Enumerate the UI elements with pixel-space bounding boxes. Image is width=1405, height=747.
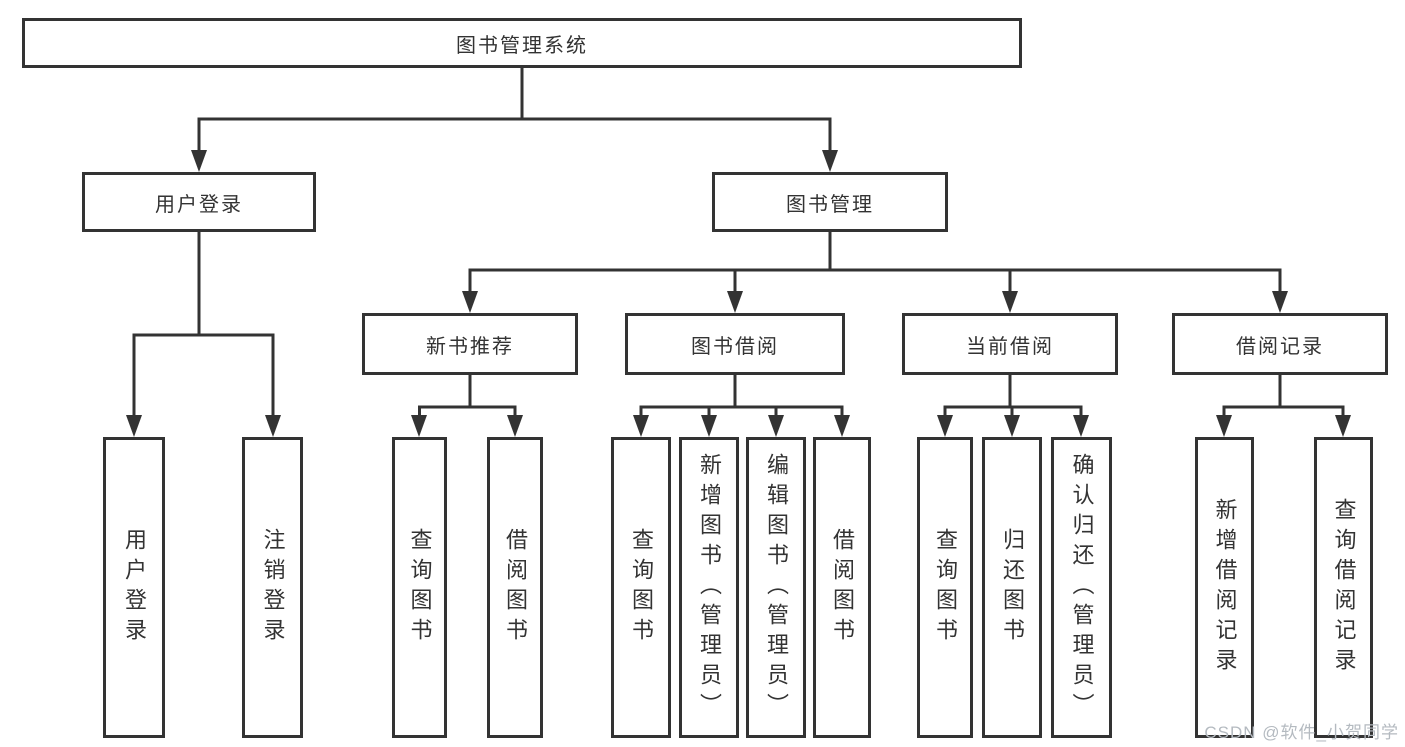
node-root-label: 图书管理系统 xyxy=(456,34,588,57)
connector-root-to-level2 xyxy=(197,68,832,151)
arrowheads xyxy=(126,150,1351,437)
leaf-current-return-books: 归还图书 xyxy=(982,437,1042,738)
leaf-logout: 注销登录 xyxy=(242,437,303,738)
leaf-user-login: 用户登录 xyxy=(103,437,165,738)
leaf-recommend-query-books-label: 查询图书 xyxy=(407,527,433,648)
node-borrowing-records-label: 借阅记录 xyxy=(1236,335,1324,358)
leaf-recommend-borrow-books-label: 借阅图书 xyxy=(503,527,528,648)
csdn-watermark: CSDN @软件_小贺同学 xyxy=(1204,723,1399,742)
leaf-borrow-query-books-label: 查询图书 xyxy=(629,527,654,648)
leaf-current-query-books-label: 查询图书 xyxy=(933,527,958,648)
leaf-recommend-query-books: 查询图书 xyxy=(392,437,447,738)
node-new-book-recommend-label: 新书推荐 xyxy=(426,335,514,358)
connector-new-book-recommend-to-leaves xyxy=(418,375,517,416)
leaf-borrow-edit-books-label: 编辑图书（管理员） xyxy=(764,452,789,723)
node-book-borrowing: 图书借阅 xyxy=(625,313,845,375)
node-user-login-label: 用户登录 xyxy=(155,193,243,216)
leaf-borrow-borrow-books: 借阅图书 xyxy=(813,437,871,738)
leaf-current-return-books-label: 归还图书 xyxy=(1000,527,1025,648)
node-borrowing-records: 借阅记录 xyxy=(1172,313,1388,375)
connector-book-borrowing-to-leaves xyxy=(639,375,844,416)
leaf-logout-label: 注销登录 xyxy=(260,527,286,648)
leaf-user-login-label: 用户登录 xyxy=(122,527,147,648)
connector-borrowing-records-to-leaves xyxy=(1222,375,1345,416)
leaf-borrow-borrow-books-label: 借阅图书 xyxy=(830,527,855,648)
node-current-borrowing: 当前借阅 xyxy=(902,313,1118,375)
leaf-current-confirm-return-label: 确认归还（管理员） xyxy=(1069,452,1095,723)
leaf-current-query-books: 查询图书 xyxy=(917,437,973,738)
connector-current-borrowing-to-leaves xyxy=(943,375,1083,416)
leaf-borrow-query-books: 查询图书 xyxy=(611,437,671,738)
node-current-borrowing-label: 当前借阅 xyxy=(966,335,1054,358)
leaf-records-add-record-label: 新增借阅记录 xyxy=(1212,497,1238,678)
connector-book-management-to-modules xyxy=(468,232,1282,292)
node-book-borrowing-label: 图书借阅 xyxy=(691,335,779,358)
leaf-borrow-add-books-label: 新增图书（管理员） xyxy=(697,452,722,723)
connector-user-login-to-leaves xyxy=(132,232,275,416)
leaf-borrow-add-books: 新增图书（管理员） xyxy=(679,437,739,738)
node-new-book-recommend: 新书推荐 xyxy=(362,313,578,375)
leaf-borrow-edit-books: 编辑图书（管理员） xyxy=(746,437,806,738)
node-root: 图书管理系统 xyxy=(22,18,1022,68)
leaf-current-confirm-return: 确认归还（管理员） xyxy=(1051,437,1112,738)
node-user-login: 用户登录 xyxy=(82,172,316,232)
leaf-records-query-record: 查询借阅记录 xyxy=(1314,437,1373,738)
leaf-records-query-record-label: 查询借阅记录 xyxy=(1331,497,1357,678)
node-book-management-label: 图书管理 xyxy=(786,193,874,216)
leaf-records-add-record: 新增借阅记录 xyxy=(1195,437,1254,738)
node-book-management: 图书管理 xyxy=(712,172,948,232)
leaf-recommend-borrow-books: 借阅图书 xyxy=(487,437,543,738)
